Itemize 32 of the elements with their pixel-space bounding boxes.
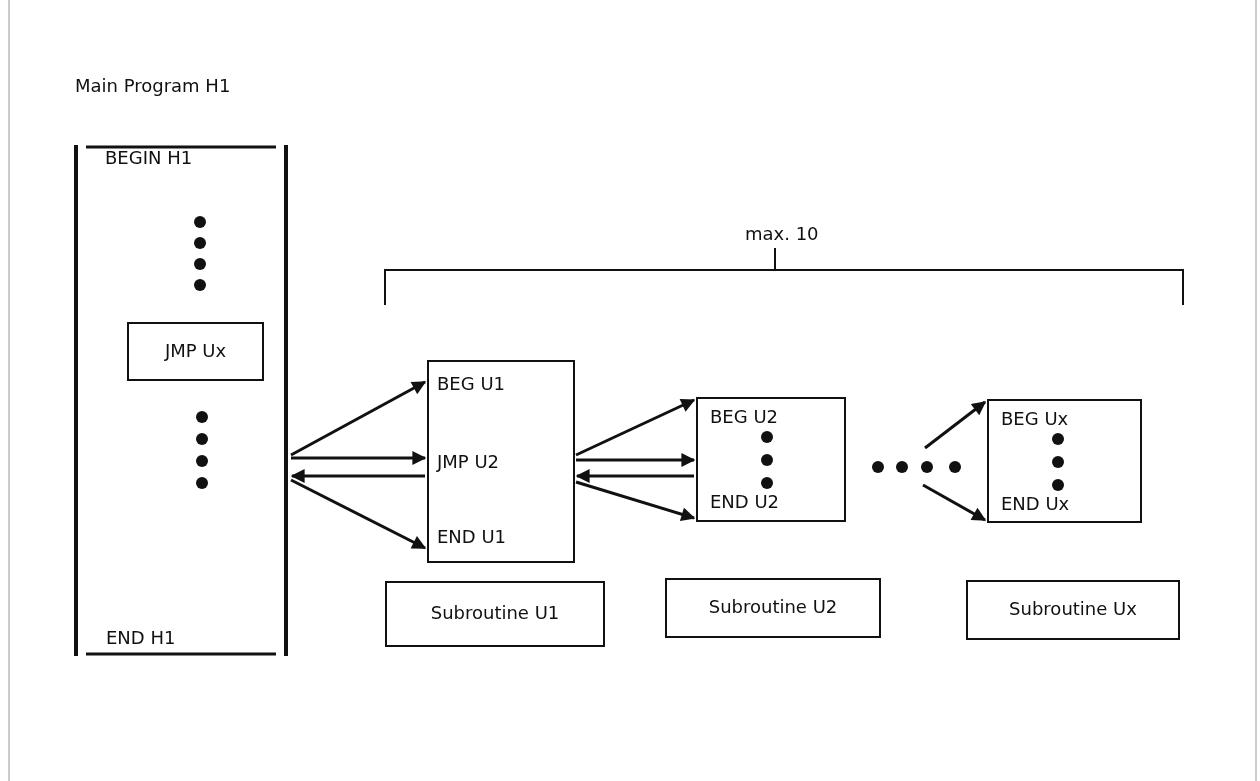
statement: BEG U2 xyxy=(710,407,779,428)
statement: END Ux xyxy=(1001,494,1070,515)
statement: END H1 xyxy=(106,628,176,649)
arrow xyxy=(290,478,427,550)
program-block xyxy=(696,397,846,522)
arrow xyxy=(290,469,425,483)
statement: JMP U2 xyxy=(437,452,500,473)
arrow xyxy=(291,451,427,465)
statement: BEG Ux xyxy=(1001,409,1069,430)
arrow xyxy=(575,469,694,483)
statement: END U2 xyxy=(710,492,780,513)
label-box xyxy=(665,578,881,638)
arrow xyxy=(290,380,427,457)
label-box xyxy=(127,322,264,381)
statement: Subroutine U2 xyxy=(707,597,839,618)
note: max. 10 xyxy=(745,224,819,245)
label-box xyxy=(385,581,605,647)
arrow xyxy=(922,483,987,522)
program-block xyxy=(987,399,1142,523)
statement: Subroutine Ux xyxy=(1008,599,1138,620)
arrow xyxy=(924,400,987,450)
statement: END U1 xyxy=(437,527,507,548)
statement: JMP Ux xyxy=(163,340,228,362)
arrow xyxy=(575,398,696,457)
arrow xyxy=(575,480,696,521)
arrow xyxy=(576,453,696,467)
program-block xyxy=(427,360,575,563)
label-box xyxy=(966,580,1180,640)
statement: BEG U1 xyxy=(437,374,506,395)
heading: Main Program H1 xyxy=(75,76,231,97)
statement: BEGIN H1 xyxy=(105,148,193,169)
statement: Subroutine U1 xyxy=(429,603,561,624)
